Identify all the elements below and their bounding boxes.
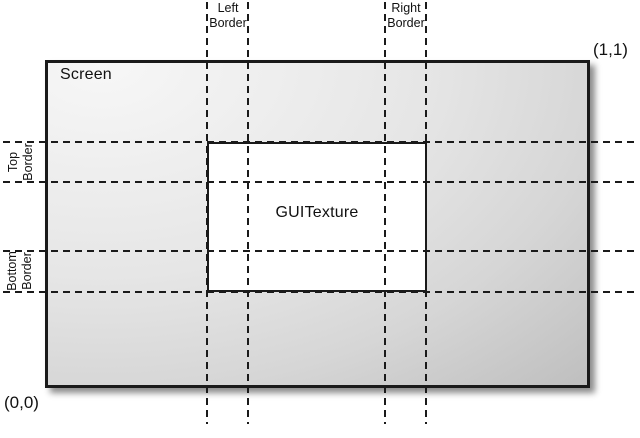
bottom-border-label: Bottom Border — [5, 251, 34, 291]
screen-label: Screen — [60, 66, 112, 83]
left-border-inner-line — [247, 2, 249, 424]
top-border-outer-line — [3, 141, 638, 143]
bottom-border-outer-line — [3, 291, 638, 293]
bottom-border-inner-line — [3, 250, 638, 252]
left-border-outer-line — [206, 2, 208, 424]
origin-coordinate-label: (0,0) — [4, 393, 39, 412]
guitexture-rect: GUITexture — [207, 142, 427, 292]
top-border-inner-line — [3, 181, 638, 183]
left-border-label: Left Border — [209, 1, 247, 30]
right-border-label: Right Border — [387, 1, 425, 30]
right-border-inner-line — [384, 2, 386, 424]
top-right-coordinate-label: (1,1) — [593, 40, 628, 59]
guitexture-label: GUITexture — [275, 204, 359, 221]
right-border-outer-line — [425, 2, 427, 424]
top-border-label: Top Border — [6, 143, 35, 181]
